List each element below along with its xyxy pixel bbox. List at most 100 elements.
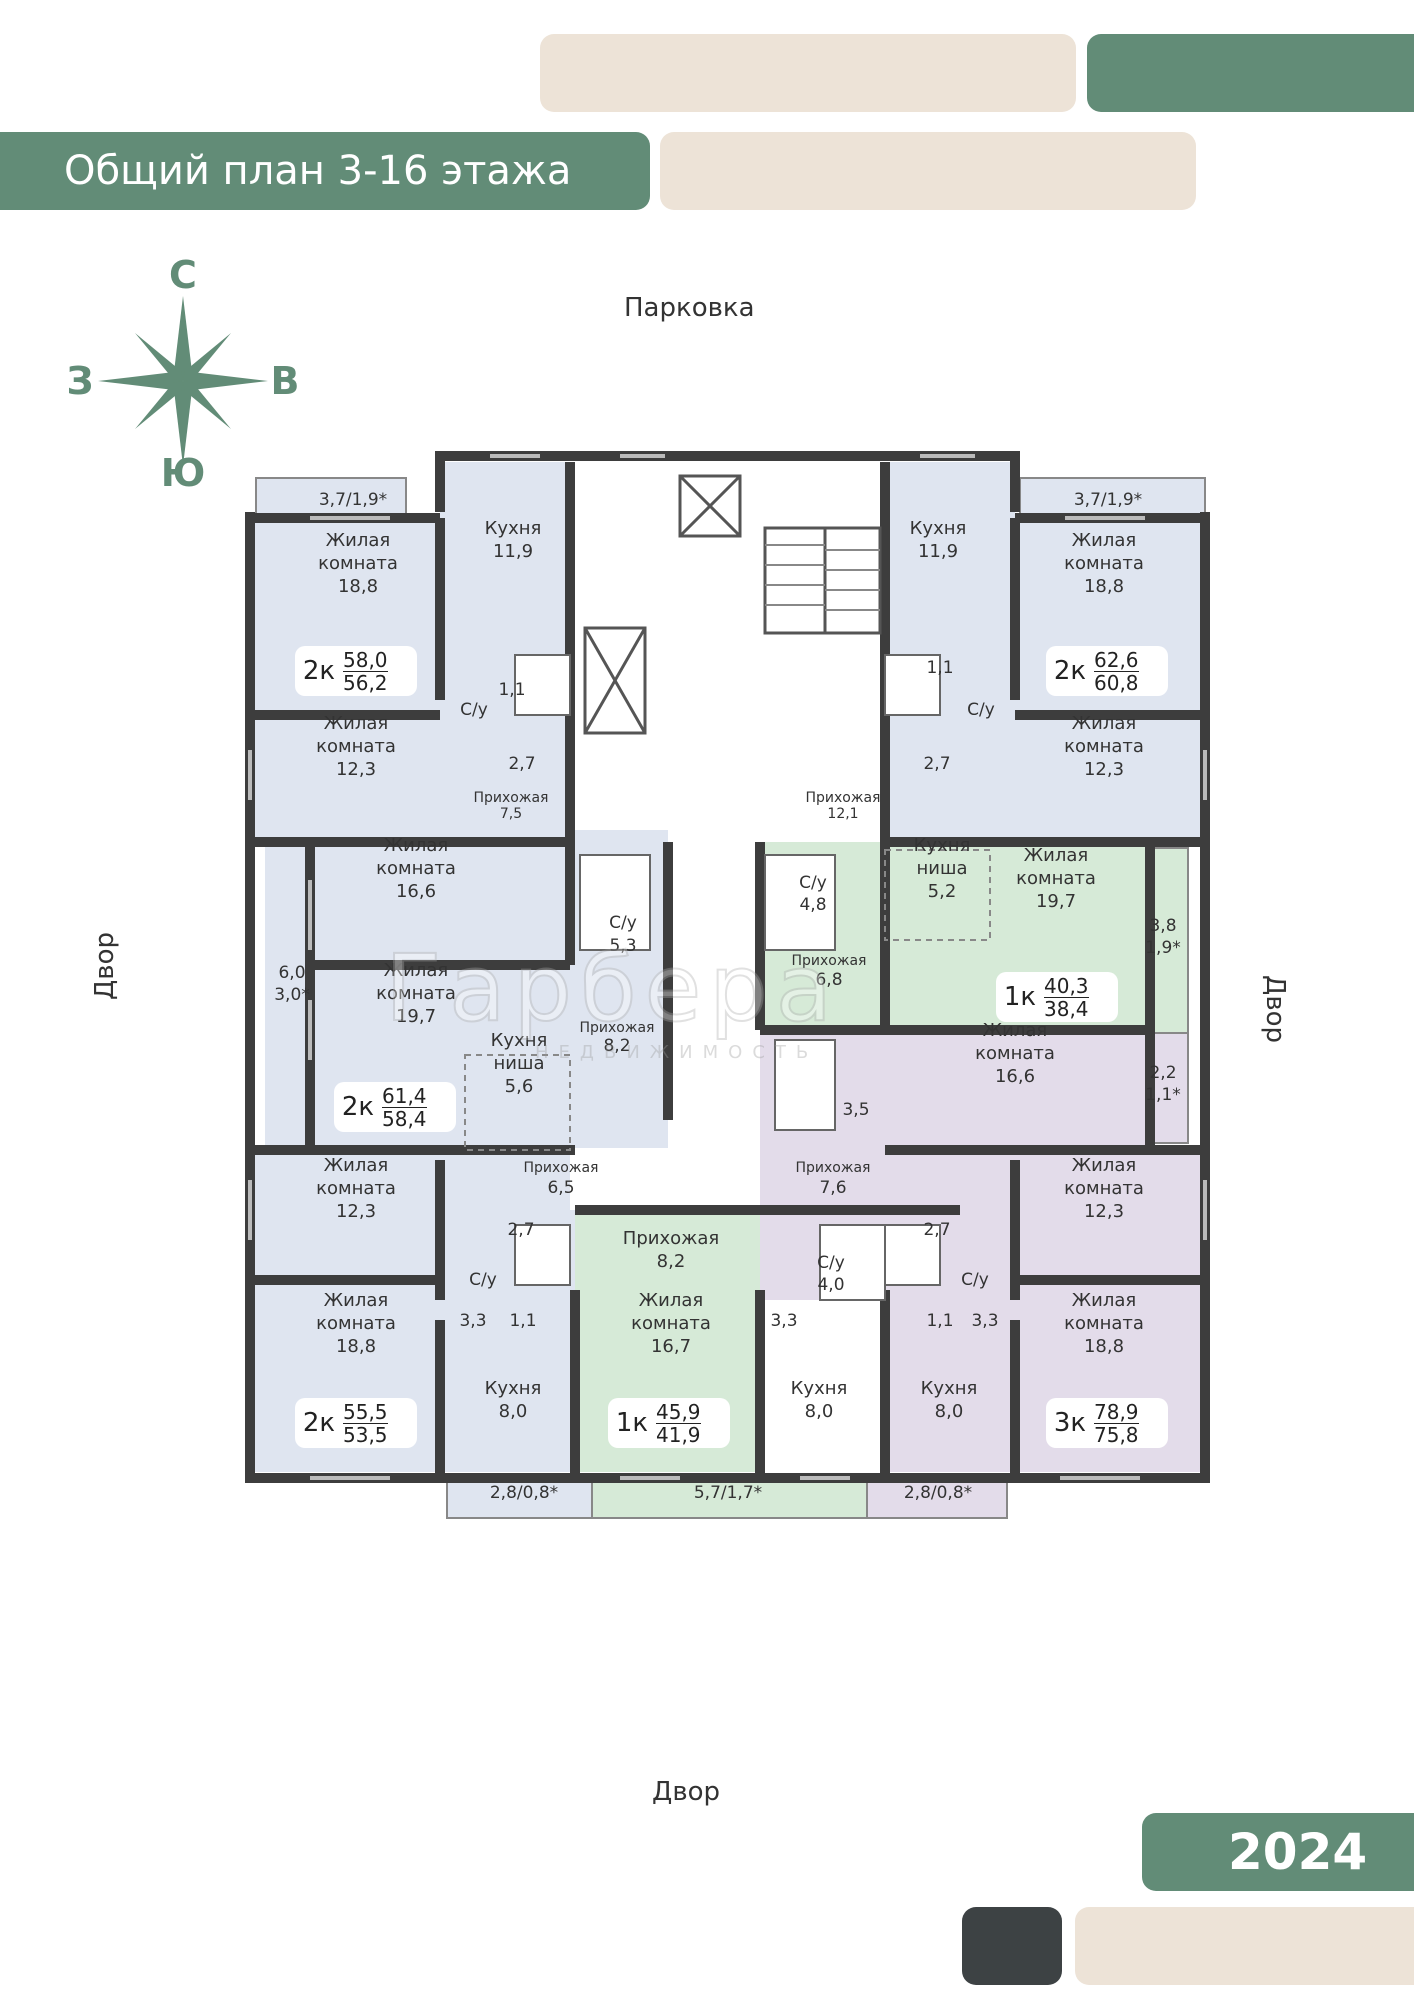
room-label-line: Жилая [1071,713,1137,734]
room-label-line: Жилая [982,1020,1048,1041]
room-small-label: 3,7/1,9* [318,490,388,510]
room-label-line: Жилая [383,835,449,856]
room-label-line [601,1204,741,1227]
apartment-area-living: 58,4 [382,1106,427,1131]
room-label-line: 16,6 [994,1066,1036,1087]
room-small-label: 2,7 [508,754,536,774]
room-small-label: С/у [799,873,827,893]
room-label-line: 12,3 [335,1201,377,1222]
room-small-label: 4,0 [817,1275,845,1295]
room-label-line: Жилая [323,1290,389,1311]
room-label-line: Кухня [920,1378,978,1399]
room-label-line: Жилая [383,960,449,981]
room-small-label: 4,8 [799,895,827,915]
room-label-line: Жилая [323,713,389,734]
room-label-line: Жилая [1071,1290,1137,1311]
header-pill-beige-mid [660,132,1196,210]
watermark-brand: Гарбера [384,934,840,1043]
room-small-label: 3,5 [842,1100,870,1120]
room-small-label: С/у [817,1253,845,1273]
apartment-type: 2к [341,1092,375,1122]
watermark-logo: Гарбера НЕДВИЖИМОСТЬ [384,934,1045,1075]
room-small-label: 3,0* [274,985,310,1005]
room-label-line: комната [318,553,398,574]
room-label-line: Кухня [484,1378,542,1399]
room-label-line: 18,8 [1083,576,1125,597]
room-label-line: 11,9 [917,541,959,562]
room-small-label: Прихожая [523,1160,599,1176]
room-label-line: Жилая [323,1155,389,1176]
header-pill-beige-top [540,34,1076,112]
page-title: Общий план 3-16 этажа [0,132,650,210]
room-label-line: Жилая [1023,845,1089,866]
room-small-label: 1,1 [509,1311,537,1331]
room-label-line: комната [1064,1313,1144,1334]
room-label-line: комната [1064,1178,1144,1199]
room-label-line: комната [316,736,396,757]
apartment-area-living: 38,4 [1044,996,1089,1021]
room-small-label: Прихожая [805,790,881,806]
room-small-label: 8,2 [603,1036,631,1056]
room-small-label: 2,7 [923,754,951,774]
compass-south: Ю [161,451,206,490]
room-small-label: 2,8/0,8* [903,1483,973,1503]
apartment-area-living: 41,9 [656,1422,701,1447]
apartment-type: 2к [1053,656,1087,686]
compass-rose-icon: С Ю З В [67,253,300,490]
room-label-line: комната [376,858,456,879]
apartment-area-living: 60,8 [1094,670,1139,695]
apartment-area-total: 61,4 [382,1083,427,1108]
room-small-label: 3,3 [971,1311,999,1331]
room-small-label: 2,2 [1149,1063,1177,1083]
apartment-area-total: 55,5 [343,1399,388,1424]
apartment-type: 3к [1053,1408,1087,1438]
room-label-line: ниша [916,858,968,879]
room-label-line: 5,2 [927,881,957,902]
room-label-line: 16,7 [650,1336,692,1357]
room-small-label: 3,3 [459,1311,487,1331]
label-parking: Парковка [624,293,755,323]
room-small-label: 2,7 [507,1220,535,1240]
room-small-label: С/у [961,1270,989,1290]
room-label-line [443,1354,583,1377]
room-label-line: 8,0 [934,1401,964,1422]
room-label-line: Жилая [325,530,391,551]
room-small-label: Прихожая [791,953,867,969]
room-label-line: 5,6 [504,1076,534,1097]
room-label-line: ниша [493,1053,545,1074]
room-label-line: комната [1016,868,1096,889]
room-label-line: комната [316,1313,396,1334]
room-label-line: 19,7 [1035,891,1077,912]
room-small-label: 6,5 [547,1178,575,1198]
room-small-label: 2,7 [923,1220,951,1240]
apartment-area-total: 58,0 [343,647,388,672]
room-label-line: комната [1064,553,1144,574]
room-label-line: Жилая [638,1290,704,1311]
room-small-label: 3,8 [1149,916,1177,936]
apartment-area-total: 45,9 [656,1399,701,1424]
room-small-label: 6,0 [278,963,306,983]
room-small-label: С/у [469,1270,497,1290]
footer-pill-beige [1075,1907,1414,1985]
